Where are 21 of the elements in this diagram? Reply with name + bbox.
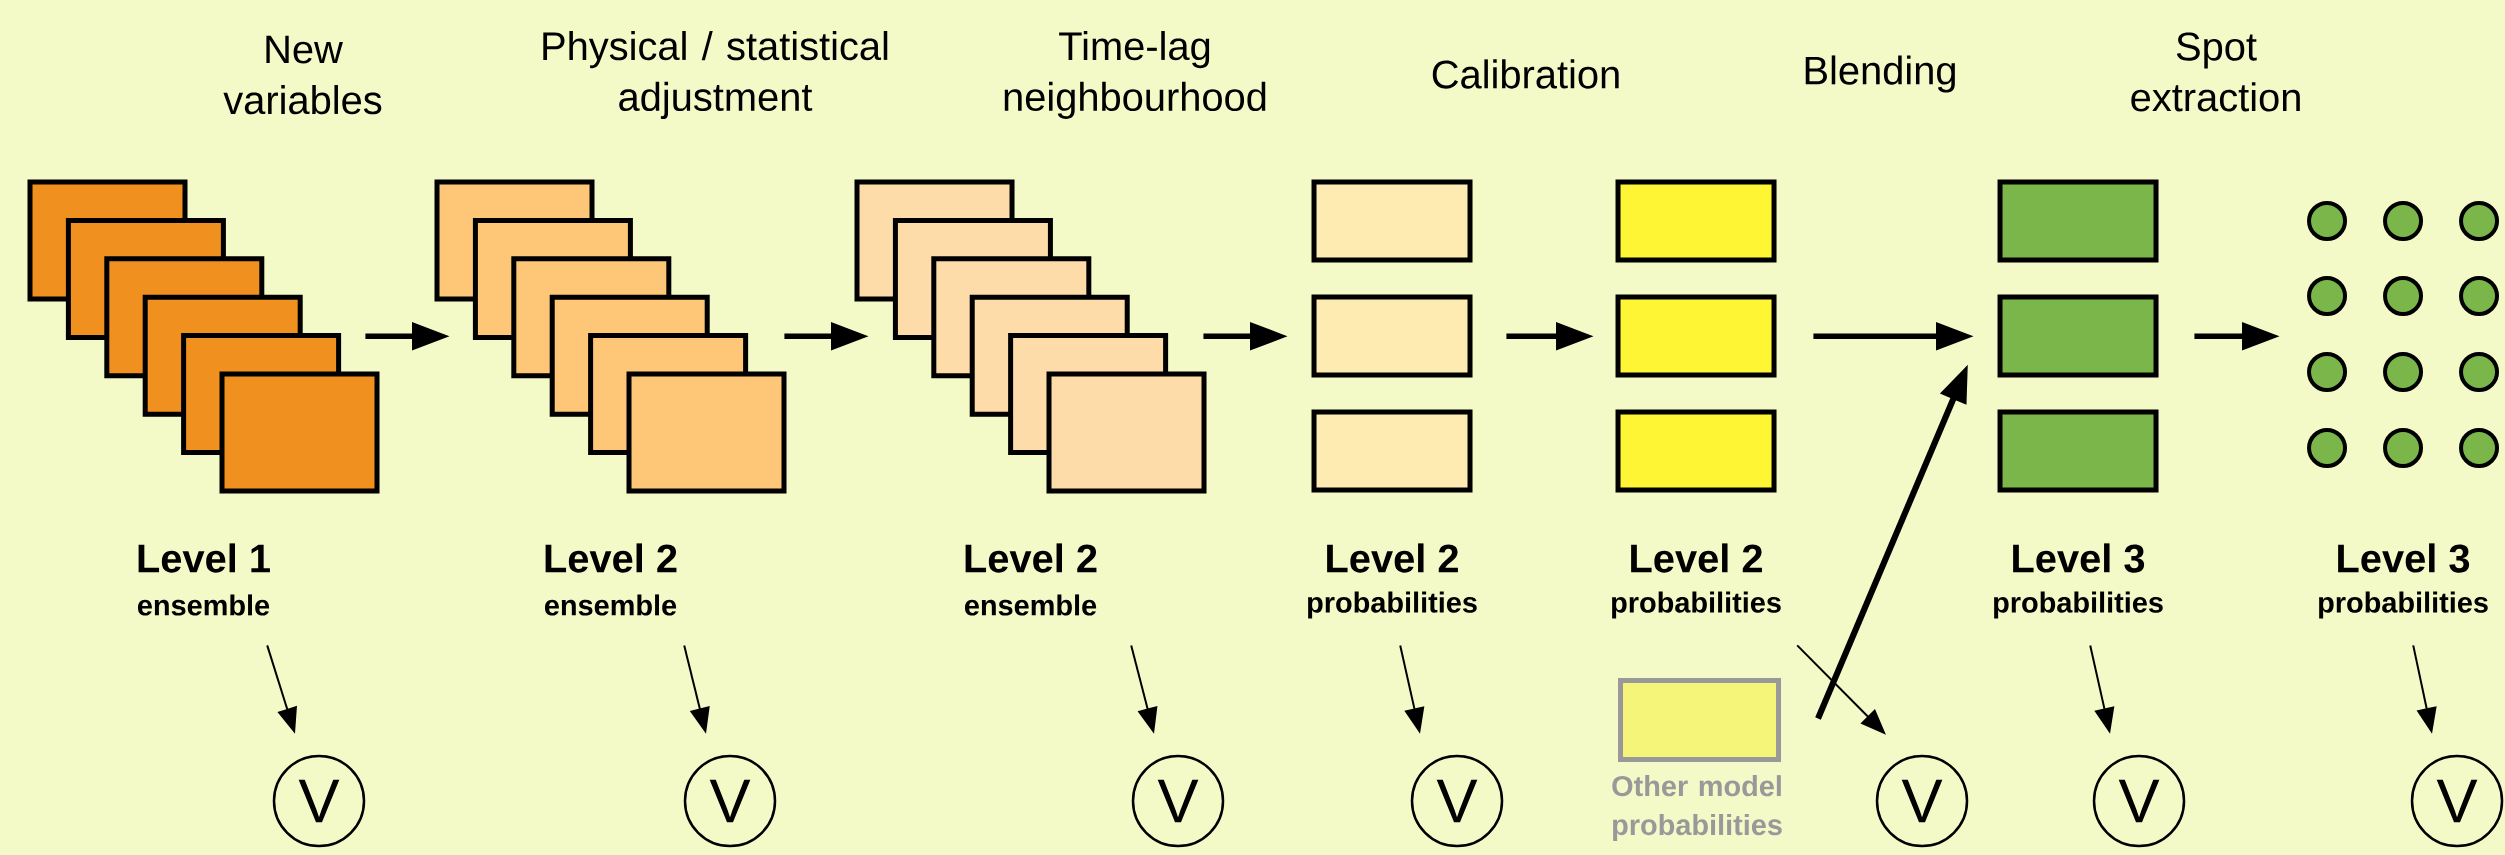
level-label: Level 3 [2013,543,2145,573]
level-subtitle: ensemble [965,594,1097,616]
level-label: Level 2 [545,543,677,573]
level-subtitle: ensemble [545,594,677,616]
step-title: New variables [223,35,382,115]
box-caption: Other model probabilities [1612,775,1782,841]
level-subtitle: probabilities [2319,591,2488,619]
level-label: Level 3 [2338,543,2470,573]
step-title: Calibration [1432,59,1619,89]
level-subtitle: ensemble [138,594,270,616]
level-label: Level 2 [1631,543,1762,573]
level-subtitle: probabilities [1612,591,1781,619]
level-label: Level 2 [965,543,1097,573]
level-subtitle: probabilities [1308,591,1477,619]
step-title: Physical / statistical adjustment [543,31,888,119]
step-title: Time-lag neighbourhood [1004,31,1266,119]
step-title: Spot extraction [2131,32,2300,112]
level-subtitle: probabilities [1994,591,2163,619]
level-label: Level 1 [138,543,270,573]
level-label: Level 2 [1327,543,1458,573]
step-title: Blending [1805,55,1955,93]
